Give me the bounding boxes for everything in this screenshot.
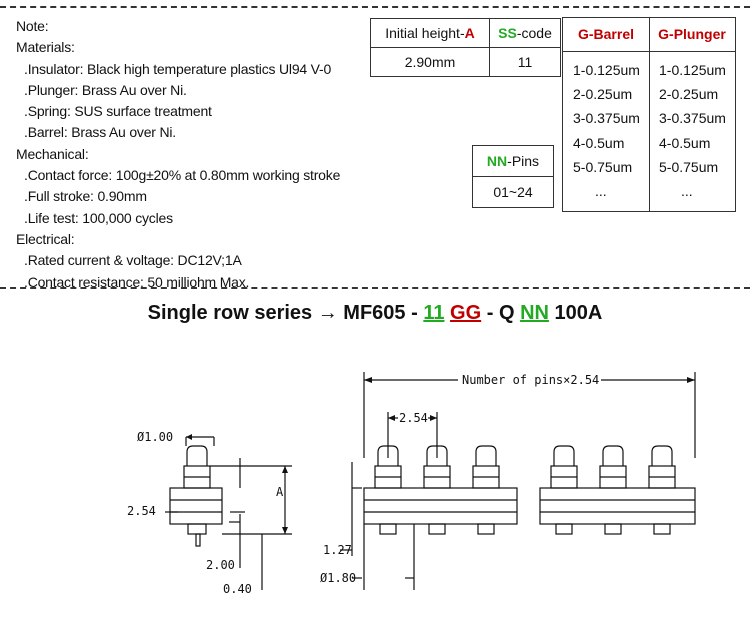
- pin-plunger: [553, 445, 575, 466]
- code-ss: 11: [423, 302, 445, 324]
- part-suffix: 100A: [548, 302, 603, 324]
- mech-contact-force: .Contact force: 100g±20% at 0.80mm worki…: [24, 167, 341, 184]
- plunger-list: 1-0.125um 2-0.25um 3-0.375um 4-0.5um 5-0…: [659, 58, 726, 203]
- barrel-item: 1-0.125um: [573, 62, 640, 78]
- dim-total-width: Number of pins×2.54: [462, 373, 599, 387]
- section-divider: [0, 287, 750, 289]
- plunger-item: 5-0.75um: [659, 158, 719, 175]
- plunger-item: ...: [681, 183, 693, 200]
- mech-life-test: .Life test: 100,000 cycles: [24, 209, 173, 226]
- plunger-header: G-Plunger: [649, 18, 735, 52]
- pin-tail: [653, 523, 671, 535]
- pin-plunger: [651, 445, 673, 466]
- note-title: Note:: [16, 18, 49, 34]
- material-spring: .Spring: SUS surface treatment: [24, 103, 212, 120]
- notes-block: Note: Materials: .Insulator: Black high …: [16, 16, 340, 293]
- pin-plunger: [602, 445, 624, 466]
- part-mid: - Q: [481, 302, 521, 324]
- dim-dia-plunger: Ø1.00: [137, 430, 173, 444]
- dim-dia-barrel: Ø1.80: [320, 571, 356, 585]
- arrow-icon: →: [317, 302, 338, 324]
- dim-200: 2.00: [206, 558, 235, 572]
- mech-full-stroke: .Full stroke: 0.90mm: [24, 188, 147, 205]
- pin-tail: [604, 523, 622, 535]
- series-part-number: Single row series → MF605 - 11 GG - Q NN…: [0, 302, 750, 325]
- mechanical-heading: Mechanical:: [16, 145, 89, 162]
- dim-127: 1.27: [323, 543, 352, 557]
- barrel-item: 3-0.375um: [573, 110, 640, 127]
- pin-tail: [555, 523, 573, 535]
- dim-a: A: [276, 485, 284, 499]
- plunger-item: 4-0.5um: [659, 134, 711, 151]
- dimension-arrows: [186, 377, 695, 534]
- material-barrel: .Barrel: Brass Au over Ni.: [24, 124, 176, 141]
- elec-rated: .Rated current & voltage: DC12V;1A: [24, 252, 242, 269]
- elec-resistance: .Contact resistance: 50 milliohm Max.: [24, 273, 250, 290]
- front-view-pins: [363, 487, 696, 525]
- material-plunger: .Plunger: Brass Au over Ni.: [24, 81, 187, 98]
- code-gg: GG: [450, 302, 482, 324]
- pin-tail: [477, 523, 495, 535]
- series-label: Single row series: [147, 302, 313, 324]
- electrical-heading: Electrical:: [16, 230, 75, 247]
- plating-table: G-Barrel G-Plunger 1-0.125um 2-0.25um 3-…: [562, 17, 736, 212]
- code-nn: NN: [520, 302, 549, 324]
- barrel-item: 4-0.5um: [573, 134, 625, 151]
- dim-040: 0.40: [223, 582, 252, 596]
- plunger-item: 3-0.375um: [659, 110, 726, 127]
- plunger-item: 2-0.25um: [659, 86, 719, 103]
- barrel-item: ...: [595, 183, 607, 200]
- plating-divider: [649, 18, 650, 211]
- height-table: Initial height-A SS-code 2.90mm 11: [370, 18, 561, 77]
- ss-value: 11: [489, 47, 561, 77]
- height-value: 2.90mm: [370, 47, 490, 77]
- pin-plunger: [426, 445, 448, 466]
- front-pin-heads: [374, 445, 676, 535]
- dim-pitch-front: 2.54: [399, 411, 428, 425]
- side-view-pin: [169, 445, 223, 547]
- pins-value: 01~24: [472, 176, 554, 208]
- part-prefix: MF605 -: [343, 302, 424, 324]
- pin-tail: [379, 523, 397, 535]
- barrel-header: G-Barrel: [563, 18, 649, 52]
- pin-plunger: [377, 445, 399, 466]
- front-dimension-lines: [340, 372, 696, 590]
- top-divider: [0, 6, 750, 8]
- plunger-item: 1-0.125um: [659, 62, 726, 78]
- dim-pitch-side: 2.54: [127, 504, 156, 518]
- height-header: Initial height-A: [370, 18, 490, 48]
- barrel-list: 1-0.125um 2-0.25um 3-0.375um 4-0.5um 5-0…: [573, 58, 640, 203]
- barrel-item: 5-0.75um: [573, 158, 633, 175]
- pin-plunger: [475, 445, 497, 466]
- pins-header: NN-Pins: [472, 145, 554, 177]
- pins-table: NN-Pins 01~24: [472, 145, 554, 208]
- materials-heading: Materials:: [16, 39, 75, 56]
- material-insulator: .Insulator: Black high temperature plast…: [24, 60, 332, 77]
- pin-tail: [428, 523, 446, 535]
- barrel-item: 2-0.25um: [573, 86, 633, 103]
